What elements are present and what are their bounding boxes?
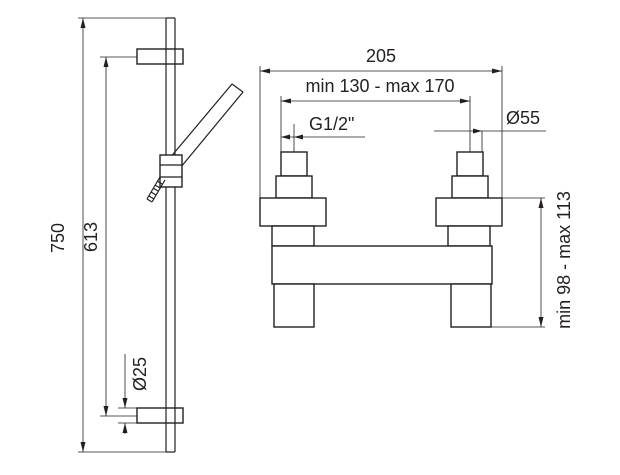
- hose-connector: [146, 176, 166, 203]
- hand-shower: [163, 83, 244, 174]
- right-valve: [435, 151, 503, 247]
- dim-thread: G1/2": [281, 114, 365, 152]
- diameter-symbol: Ø: [506, 108, 520, 128]
- bar-diameter-value: 25: [130, 357, 150, 377]
- dim-bar-height: 613: [81, 56, 137, 417]
- height-range-label: min 98 - max 113: [554, 191, 574, 329]
- dim-cap-diameter: Ø55: [434, 108, 546, 152]
- bar-height-label: 613: [81, 222, 101, 252]
- slide-bar: [165, 17, 176, 453]
- cap-diameter-label: Ø55: [506, 108, 540, 128]
- cap-diameter-value: 55: [520, 108, 540, 128]
- shower-rail-view: 750 613 Ø25: [48, 17, 244, 453]
- slider-holder: [159, 154, 183, 188]
- overall-width-label: 205: [366, 46, 396, 66]
- thread-label: G1/2": [309, 114, 354, 134]
- dim-overall-height: 750: [48, 17, 166, 453]
- dim-height-range: min 98 - max 113: [491, 191, 574, 329]
- dim-overall-width: 205: [259, 46, 503, 198]
- bar-diameter-label: Ø25: [130, 357, 150, 391]
- top-wall-bracket: [136, 48, 184, 65]
- bottom-wall-bracket: [136, 407, 184, 424]
- left-valve: [259, 151, 327, 247]
- center-distance-label: min 130 - max 170: [305, 76, 454, 96]
- left-leg: [273, 283, 315, 328]
- mixer-body: [271, 245, 493, 285]
- right-leg: [450, 283, 492, 328]
- mixer-view: 205 min 130 - max 170 G1/2" Ø55: [259, 46, 574, 329]
- dim-bar-diameter: Ø25: [118, 354, 150, 434]
- overall-height-label: 750: [48, 223, 68, 253]
- diameter-symbol: Ø: [130, 377, 150, 391]
- dim-center-distance: min 130 - max 170: [280, 76, 471, 152]
